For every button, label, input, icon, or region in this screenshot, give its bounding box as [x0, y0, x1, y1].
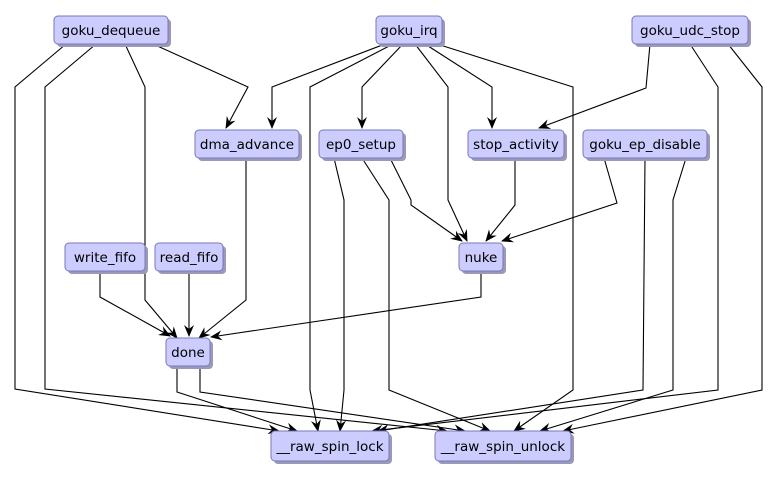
- node-box: [434, 430, 572, 462]
- node-dma_advance[interactable]: dma_advance: [194, 129, 302, 161]
- edge-goku_udc_stop-to-raw_spin_unlock: [562, 43, 763, 434]
- node-label: ep0_setup: [326, 137, 396, 153]
- node-box: [53, 15, 169, 45]
- node-label: read_fifo: [160, 250, 219, 266]
- edge-goku_ep_disable-to-raw_spin_lock: [377, 157, 646, 435]
- edge-done-to-raw_spin_unlock: [199, 366, 466, 435]
- nodes-layer: goku_dequeue goku_irq goku_udc_stop dma_adv…: [53, 15, 751, 464]
- edges-layer: [14, 43, 763, 435]
- node-label: __raw_spin_unlock: [440, 439, 565, 455]
- edge-nuke-to-done: [210, 271, 482, 341]
- edge-goku_irq-to-dma_advance: [267, 43, 386, 129]
- node-box: [458, 242, 504, 272]
- edge-goku_dequeue-to-raw_spin_lock: [14, 43, 280, 435]
- edge-goku_irq-to-nuke: [414, 43, 468, 242]
- edge-goku_ep_disable-to-nuke: [501, 157, 618, 243]
- edge-goku_dequeue-to-done: [124, 43, 178, 339]
- edge-done-to-raw_spin_lock: [176, 366, 298, 433]
- edge-goku_udc_stop-to-stop_activity: [538, 43, 651, 129]
- node-done[interactable]: done: [165, 337, 213, 369]
- node-label: goku_irq: [380, 23, 437, 39]
- node-box: [631, 15, 749, 45]
- edge-dma_advance-to-done: [198, 158, 247, 339]
- node-label: goku_ep_disable: [589, 137, 700, 153]
- edge-goku_irq-to-stop_activity: [424, 43, 497, 129]
- node-label: stop_activity: [473, 137, 559, 153]
- edge-ep0_setup-to-raw_spin_unlock: [361, 157, 491, 432]
- edge-goku_dequeue-to-dma_advance: [152, 43, 249, 129]
- node-label: goku_dequeue: [62, 23, 161, 39]
- node-goku_irq[interactable]: goku_irq: [375, 15, 445, 47]
- node-write_fifo[interactable]: write_fifo: [64, 242, 148, 274]
- node-box: [467, 129, 565, 159]
- node-read_fifo[interactable]: read_fifo: [154, 242, 226, 274]
- node-goku_udc_stop[interactable]: goku_udc_stop: [631, 15, 751, 47]
- node-box: [270, 430, 390, 462]
- edge-goku_ep_disable-to-raw_spin_unlock: [539, 157, 687, 433]
- edge-goku_dequeue-to-raw_spin_unlock: [44, 43, 448, 435]
- node-box: [64, 242, 146, 272]
- node-box: [582, 129, 708, 159]
- node-raw_spin_lock[interactable]: __raw_spin_lock: [270, 430, 392, 464]
- node-label: __raw_spin_lock: [275, 439, 383, 455]
- node-label: goku_udc_stop: [640, 23, 740, 39]
- edge-write_fifo-to-done: [99, 271, 171, 337]
- node-label: write_fifo: [74, 250, 136, 266]
- node-goku_ep_disable[interactable]: goku_ep_disable: [582, 129, 710, 161]
- node-box: [194, 129, 300, 159]
- edge-goku_irq-to-ep0_setup: [357, 43, 404, 129]
- node-raw_spin_unlock[interactable]: __raw_spin_unlock: [434, 430, 574, 464]
- edge-ep0_setup-to-nuke: [389, 157, 463, 242]
- node-box: [165, 337, 211, 367]
- edge-stop_activity-to-nuke: [485, 158, 516, 242]
- node-label: dma_advance: [200, 137, 294, 153]
- node-nuke[interactable]: nuke: [458, 242, 506, 274]
- edge-goku_irq-to-raw_spin_lock: [309, 43, 394, 432]
- edge-goku_udc_stop-to-raw_spin_lock: [371, 43, 719, 435]
- node-box: [318, 129, 404, 159]
- node-ep0_setup[interactable]: ep0_setup: [318, 129, 406, 161]
- node-label: nuke: [465, 250, 498, 266]
- node-box: [154, 242, 224, 272]
- node-label: done: [171, 345, 205, 361]
- node-goku_dequeue[interactable]: goku_dequeue: [53, 15, 171, 47]
- node-box: [375, 15, 443, 45]
- edge-ep0_setup-to-raw_spin_lock: [333, 157, 347, 432]
- node-stop_activity[interactable]: stop_activity: [467, 129, 567, 161]
